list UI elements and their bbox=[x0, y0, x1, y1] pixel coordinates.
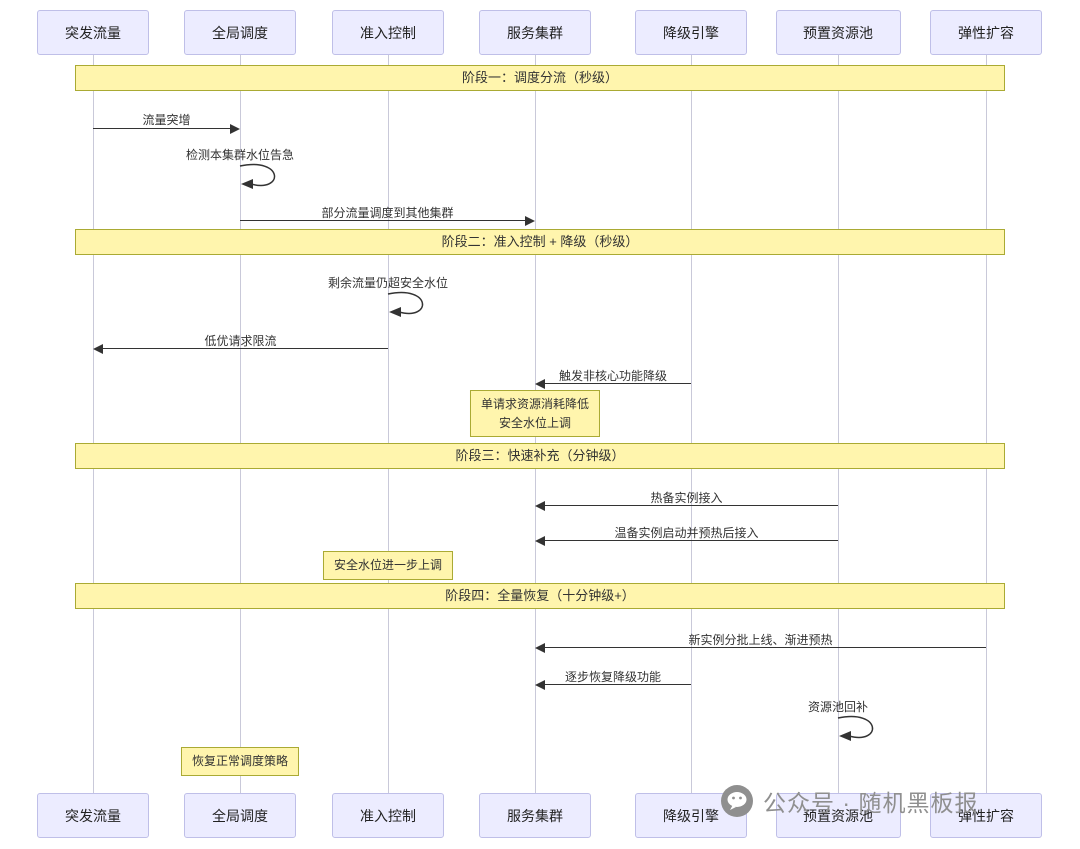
wechat-icon bbox=[720, 784, 754, 818]
arrowhead-right-0 bbox=[230, 124, 240, 134]
phase-banner-0: 阶段一：调度分流（秒级） bbox=[75, 65, 1005, 91]
actor-bottom-0: 突发流量 bbox=[37, 793, 149, 838]
note-0: 单请求资源消耗降低 安全水位上调 bbox=[469, 390, 601, 438]
self-loop-arrow-1 bbox=[239, 162, 291, 190]
message-line-2 bbox=[240, 220, 527, 221]
actor-bottom-1: 全局调度 bbox=[184, 793, 296, 838]
message-label-10: 资源池回补 bbox=[807, 700, 869, 714]
phase-banner-1: 阶段二：准入控制 + 降级（秒级） bbox=[75, 229, 1005, 255]
arrowhead-left-9 bbox=[535, 680, 545, 690]
self-loop-arrow-10 bbox=[837, 714, 889, 742]
arrowhead-left-7 bbox=[535, 536, 545, 546]
actor-bottom-3: 服务集群 bbox=[479, 793, 591, 838]
actor-top-5: 预置资源池 bbox=[775, 10, 901, 55]
note-1: 安全水位进一步上调 bbox=[322, 551, 454, 580]
arrowhead-left-8 bbox=[535, 643, 545, 653]
message-label-5: 触发非核心功能降级 bbox=[558, 369, 668, 383]
arrowhead-left-5 bbox=[535, 379, 545, 389]
message-line-9 bbox=[543, 684, 691, 685]
lifeline-4 bbox=[691, 55, 692, 793]
phase-banner-3: 阶段四：全量恢复（十分钟级+） bbox=[75, 583, 1005, 609]
message-label-2: 部分流量调度到其他集群 bbox=[321, 206, 454, 220]
phase-banner-2: 阶段三：快速补充（分钟级） bbox=[75, 443, 1005, 469]
message-label-8: 新实例分批上线、渐进预热 bbox=[688, 633, 833, 647]
actor-top-0: 突发流量 bbox=[37, 10, 149, 55]
message-line-5 bbox=[543, 383, 691, 384]
actor-top-6: 弹性扩容 bbox=[930, 10, 1042, 55]
message-label-6: 热备实例接入 bbox=[650, 491, 723, 505]
actor-bottom-6: 弹性扩容 bbox=[930, 793, 1042, 838]
message-label-4: 低优请求限流 bbox=[204, 334, 277, 348]
lifeline-2 bbox=[388, 55, 389, 793]
message-line-0 bbox=[93, 128, 232, 129]
message-label-3: 剩余流量仍超安全水位 bbox=[327, 276, 449, 290]
actor-bottom-5: 预置资源池 bbox=[775, 793, 901, 838]
actor-bottom-2: 准入控制 bbox=[332, 793, 444, 838]
lifeline-1 bbox=[240, 55, 241, 793]
arrowhead-right-2 bbox=[525, 216, 535, 226]
arrowhead-left-6 bbox=[535, 501, 545, 511]
lifeline-6 bbox=[986, 55, 987, 793]
lifeline-0 bbox=[93, 55, 94, 793]
message-line-4 bbox=[101, 348, 388, 349]
message-label-7: 温备实例启动并预热后接入 bbox=[614, 526, 759, 540]
message-line-6 bbox=[543, 505, 838, 506]
actor-top-4: 降级引擎 bbox=[635, 10, 747, 55]
arrowhead-left-4 bbox=[93, 344, 103, 354]
message-label-0: 流量突增 bbox=[142, 113, 191, 127]
message-label-9: 逐步恢复降级功能 bbox=[564, 670, 662, 684]
lifeline-5 bbox=[838, 55, 839, 793]
message-line-7 bbox=[543, 540, 838, 541]
self-loop-arrow-3 bbox=[387, 290, 439, 318]
actor-top-2: 准入控制 bbox=[332, 10, 444, 55]
watermark-text: 公众号 · 随机黑板报 bbox=[763, 790, 979, 816]
note-2: 恢复正常调度策略 bbox=[180, 747, 300, 776]
actor-top-3: 服务集群 bbox=[479, 10, 591, 55]
message-line-8 bbox=[543, 647, 986, 648]
actor-top-1: 全局调度 bbox=[184, 10, 296, 55]
message-label-1: 检测本集群水位告急 bbox=[185, 148, 295, 162]
watermark: 公众号 · 随机黑板报 bbox=[720, 784, 978, 818]
